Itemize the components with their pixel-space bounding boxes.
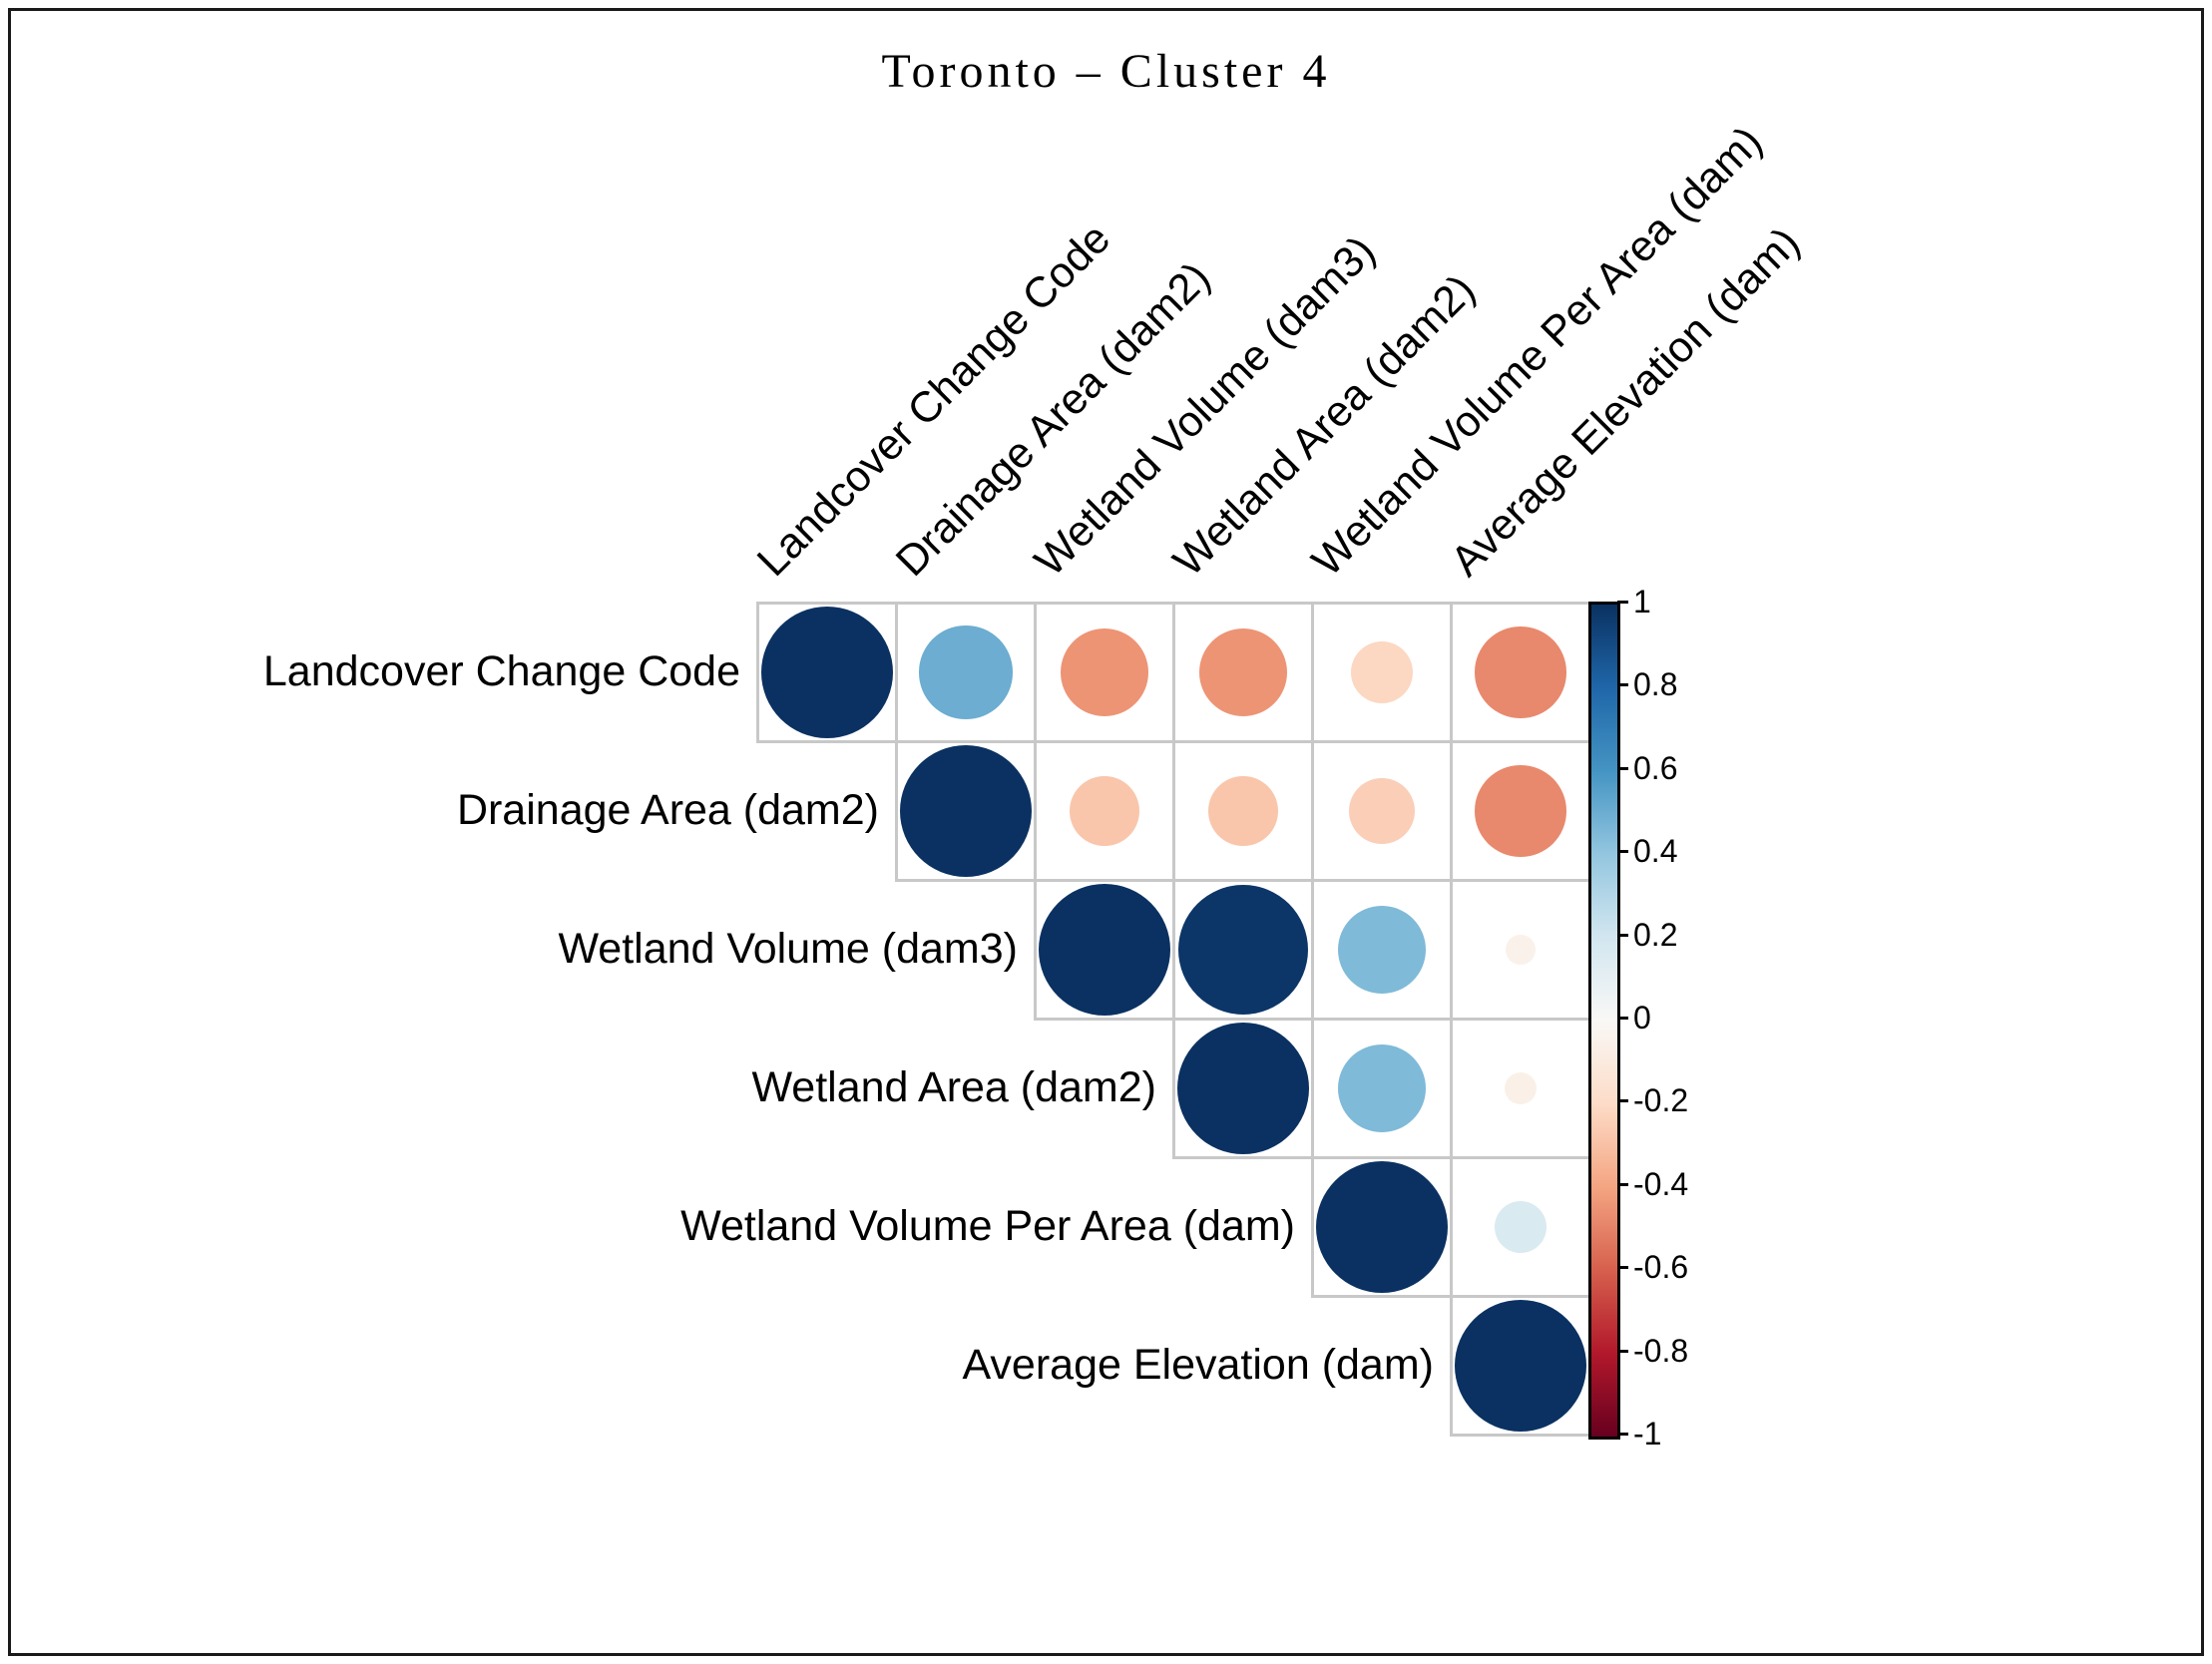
correlation-circle [1039, 884, 1170, 1016]
row-label: Average Elevation (dam) [962, 1340, 1434, 1389]
colorbar-tick-label: -0.8 [1633, 1332, 1689, 1369]
colorbar-tick [1617, 601, 1628, 604]
correlation-circle [1475, 765, 1566, 857]
colorbar-tick-label: -1 [1633, 1416, 1662, 1452]
colorbar-tick-label: -0.4 [1633, 1165, 1689, 1202]
correlation-circle [1177, 1023, 1309, 1154]
correlation-circle [900, 745, 1032, 877]
colorbar-tick-label: -0.6 [1633, 1249, 1689, 1286]
correlation-circle [1337, 905, 1427, 995]
colorbar-tick [1617, 933, 1628, 937]
correlation-circle [1177, 884, 1309, 1016]
colorbar-tick-label: 0.4 [1633, 833, 1678, 870]
colorbar-tick [1617, 850, 1628, 854]
correlation-circle [1506, 935, 1536, 965]
colorbar-tick-label: -0.2 [1633, 1082, 1689, 1119]
correlation-circle [1455, 1300, 1586, 1432]
correlation-circle [1337, 1043, 1427, 1133]
colorbar-tick [1617, 1182, 1628, 1186]
colorbar-tick-label: 0 [1633, 1000, 1651, 1036]
row-label: Wetland Volume (dam3) [558, 924, 1019, 973]
correlation-circle [1070, 776, 1139, 846]
row-label: Wetland Volume Per Area (dam) [680, 1201, 1295, 1250]
colorbar-tick [1617, 1266, 1628, 1270]
correlation-circle [1208, 776, 1278, 846]
correlation-circle [1504, 1071, 1538, 1105]
correlation-circle [919, 625, 1013, 719]
colorbar-tick-label: 1 [1633, 584, 1651, 620]
colorbar-tick [1617, 1349, 1628, 1353]
colorbar-tick [1617, 1433, 1628, 1436]
colorbar-tick [1617, 1099, 1628, 1103]
colorbar-tick [1617, 683, 1628, 687]
correlation-circle [1475, 626, 1566, 718]
colorbar-gradient [1588, 602, 1620, 1440]
correlation-circle [1198, 627, 1288, 717]
colorbar-tick [1617, 766, 1628, 770]
colorbar-tick-label: 0.6 [1633, 749, 1678, 786]
chart-title: Toronto – Cluster 4 [881, 45, 1331, 98]
colorbar-tick-label: 0.8 [1633, 666, 1678, 703]
row-label: Wetland Area (dam2) [751, 1062, 1156, 1111]
colorbar-tick [1617, 1017, 1628, 1020]
row-label: Drainage Area (dam2) [456, 785, 879, 834]
correlation-circle [1349, 778, 1415, 844]
correlation-circle [1060, 627, 1149, 717]
correlation-circle [1316, 1161, 1448, 1293]
row-label: Landcover Change Code [262, 646, 740, 695]
colorbar-tick-label: 0.2 [1633, 916, 1678, 953]
correlation-circle [1494, 1200, 1548, 1254]
correlation-circle [1351, 641, 1413, 703]
correlation-circle [761, 607, 893, 738]
